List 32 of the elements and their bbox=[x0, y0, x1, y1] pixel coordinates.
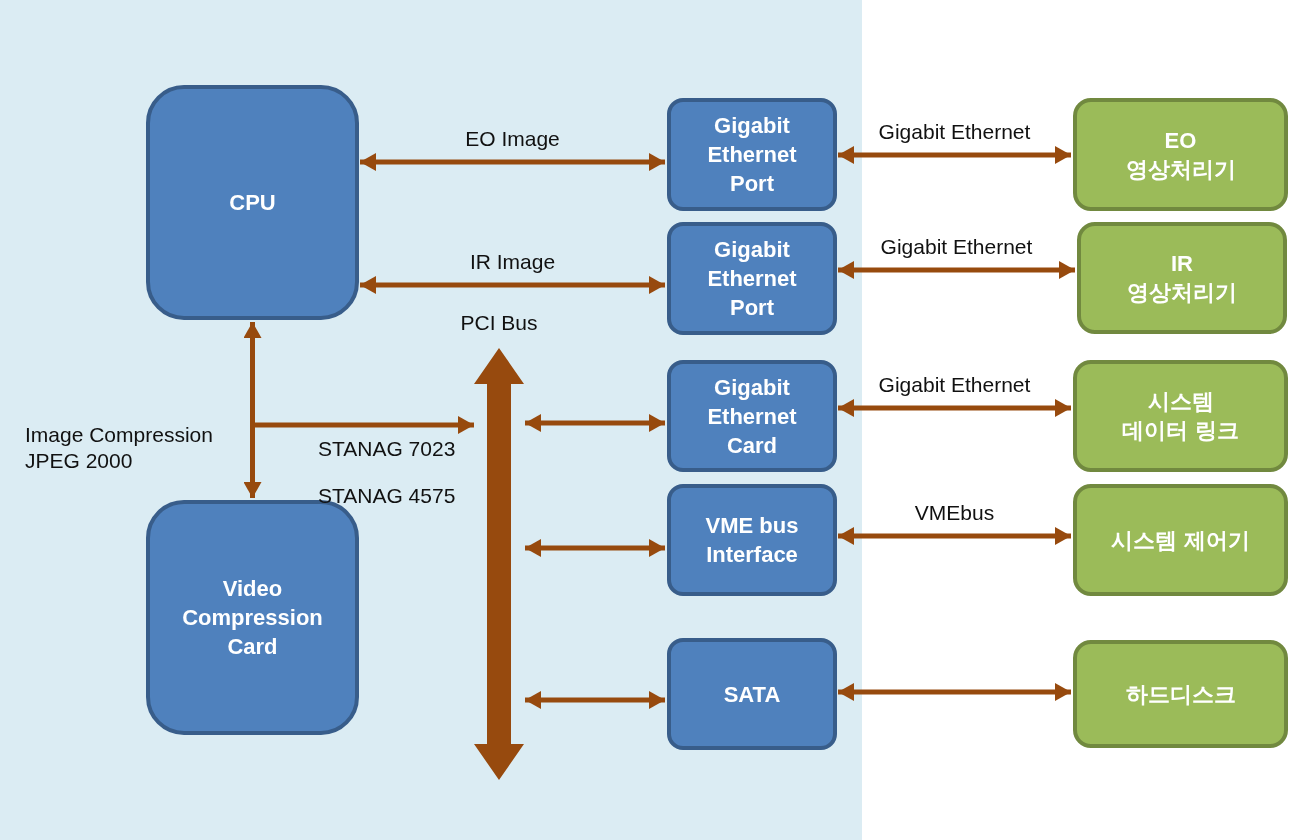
edge-label: Gigabit Ethernet bbox=[879, 234, 1034, 260]
module-box: VME bus Interface bbox=[667, 484, 837, 596]
edge-label: Image Compression JPEG 2000 bbox=[24, 422, 214, 474]
module-box: Gigabit Ethernet Card bbox=[667, 360, 837, 472]
arrow bbox=[525, 414, 665, 432]
arrow bbox=[360, 276, 665, 294]
device-box: IR 영상처리기 bbox=[1077, 222, 1287, 334]
edge-label: IR Image bbox=[468, 249, 557, 275]
arrow bbox=[250, 322, 474, 434]
bus-bar bbox=[474, 348, 524, 780]
arrow bbox=[838, 683, 1071, 701]
protocol-label: STANAG 7023 bbox=[318, 436, 456, 462]
arrow bbox=[838, 527, 1071, 545]
device-box: 시스템 데이터 링크 bbox=[1073, 360, 1288, 472]
arrow bbox=[525, 539, 665, 557]
module-box: CPU bbox=[146, 85, 359, 320]
edge-label: VMEbus bbox=[913, 500, 996, 526]
module-box: SATA bbox=[667, 638, 837, 750]
device-box: 하드디스크 bbox=[1073, 640, 1288, 748]
arrow bbox=[360, 153, 665, 171]
arrow bbox=[838, 399, 1071, 417]
edge-label: Gigabit Ethernet bbox=[877, 119, 1032, 145]
arrow bbox=[838, 261, 1075, 279]
edge-label: Gigabit Ethernet bbox=[877, 372, 1032, 398]
device-box: EO 영상처리기 bbox=[1073, 98, 1288, 211]
module-box: Gigabit Ethernet Port bbox=[667, 222, 837, 335]
edge-label: EO Image bbox=[464, 126, 561, 152]
device-box: 시스템 제어기 bbox=[1073, 484, 1288, 596]
arrow bbox=[525, 691, 665, 709]
arrow bbox=[838, 146, 1071, 164]
bus-label: PCI Bus bbox=[460, 310, 538, 336]
module-box: Gigabit Ethernet Port bbox=[667, 98, 837, 211]
